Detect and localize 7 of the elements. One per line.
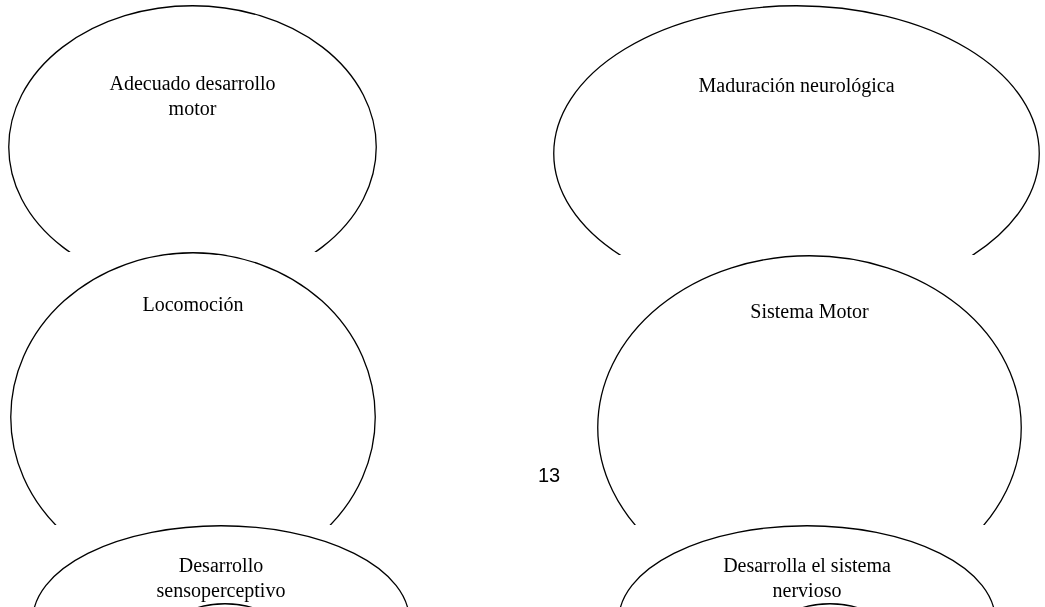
node-text: Desarrolla el sistema nervioso [722, 553, 892, 603]
node-text: Locomoción [141, 292, 245, 317]
node-text: Maduración neurológica [697, 73, 896, 98]
node-text: Sistema Motor [749, 299, 870, 324]
page-number: 13 [538, 463, 561, 488]
node-text: Desarrollo sensoperceptivo [155, 553, 287, 603]
node-text: Adecuado desarrollo motor [108, 71, 277, 121]
